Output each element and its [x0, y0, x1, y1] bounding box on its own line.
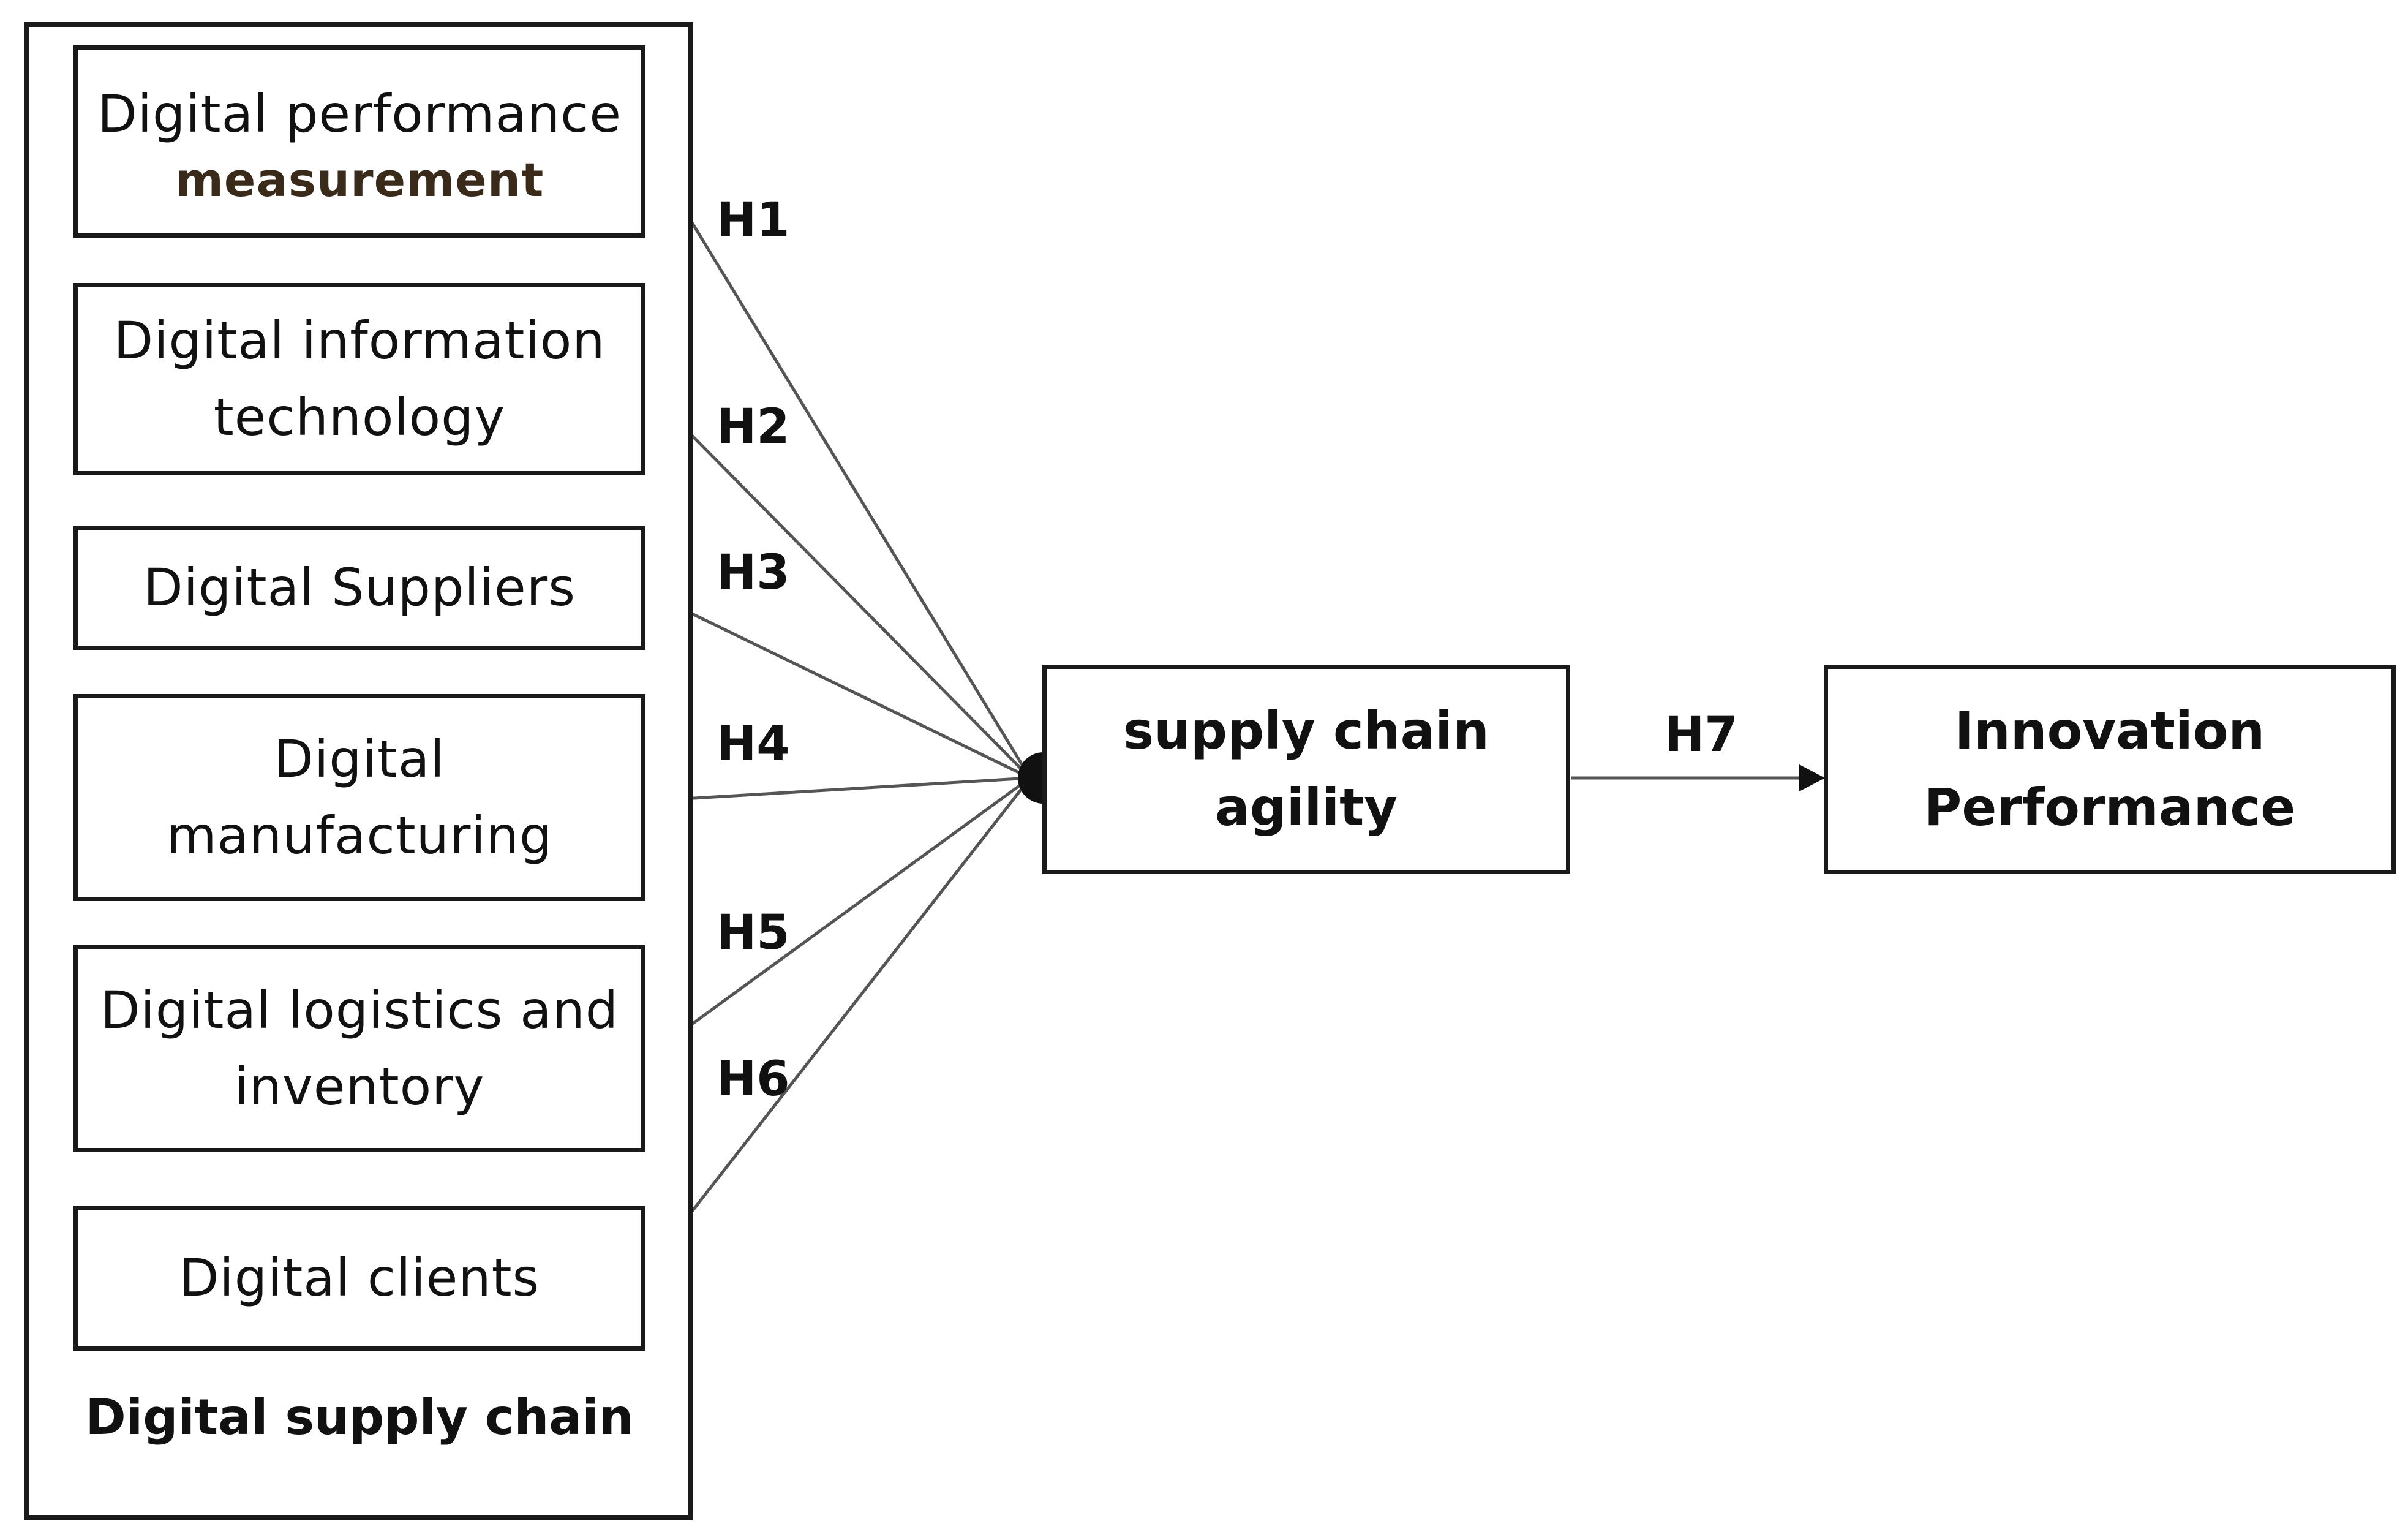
dimension-label-line1: Digital information: [113, 311, 606, 371]
arrowhead-h7: [1799, 764, 1825, 791]
connector-h4: [642, 776, 1031, 803]
hypothesis-label-h5: H5: [717, 905, 790, 961]
dimension-box-digital-manufacturing: Digital manufacturing: [73, 694, 645, 901]
group-title: Digital supply chain: [85, 1389, 634, 1446]
hypothesis-label-h4: H4: [717, 717, 790, 772]
dimension-label-line1: Digital: [274, 729, 445, 789]
dimension-box-digital-information-technology: Digital information technology: [73, 283, 645, 475]
mediator-label-line1: supply chain: [1123, 701, 1489, 761]
mediator-label-line2: agility: [1214, 777, 1398, 837]
connector-h5: [642, 776, 1031, 1062]
dimension-label-line2: manufacturing: [166, 806, 553, 866]
hypothesis-label-h6: H6: [717, 1052, 790, 1107]
connector-h3: [642, 588, 1031, 780]
dimension-box-digital-logistics-and-inventory: Digital logistics and inventory: [73, 945, 645, 1152]
dimension-label-line1: Digital logistics and: [100, 980, 619, 1040]
dimension-box-digital-performance-measurement: Digital performance measurement: [73, 45, 645, 238]
hypothesis-label-h7: H7: [1665, 708, 1738, 763]
connector-h2: [642, 385, 1031, 779]
dimension-box-digital-suppliers: Digital Suppliers: [73, 526, 645, 650]
dimension-label-line1: Digital performance: [97, 83, 622, 144]
dimension-label-line2: technology: [213, 387, 506, 447]
dimension-label-line1: Digital Suppliers: [143, 557, 576, 617]
mediator-box-supply-chain-agility: supply chain agility: [1042, 665, 1570, 874]
dimension-label-line2: measurement: [175, 152, 544, 207]
dimension-box-digital-clients: Digital clients: [73, 1206, 645, 1351]
outcome-label-line2: Performance: [1924, 777, 2296, 837]
outcome-label-line1: Innovation: [1954, 701, 2265, 761]
hypothesis-label-h3: H3: [717, 545, 790, 600]
outcome-box-innovation-performance: Innovation Performance: [1824, 665, 2396, 874]
hypothesis-label-h1: H1: [717, 193, 790, 248]
dimension-label-line1: Digital clients: [179, 1248, 540, 1308]
connector-h1: [641, 141, 1032, 779]
junction-marker: [1018, 752, 1044, 804]
hypothesis-label-h2: H2: [717, 399, 790, 455]
dimension-label-line2: inventory: [234, 1057, 485, 1117]
connector-h6: [642, 777, 1031, 1275]
